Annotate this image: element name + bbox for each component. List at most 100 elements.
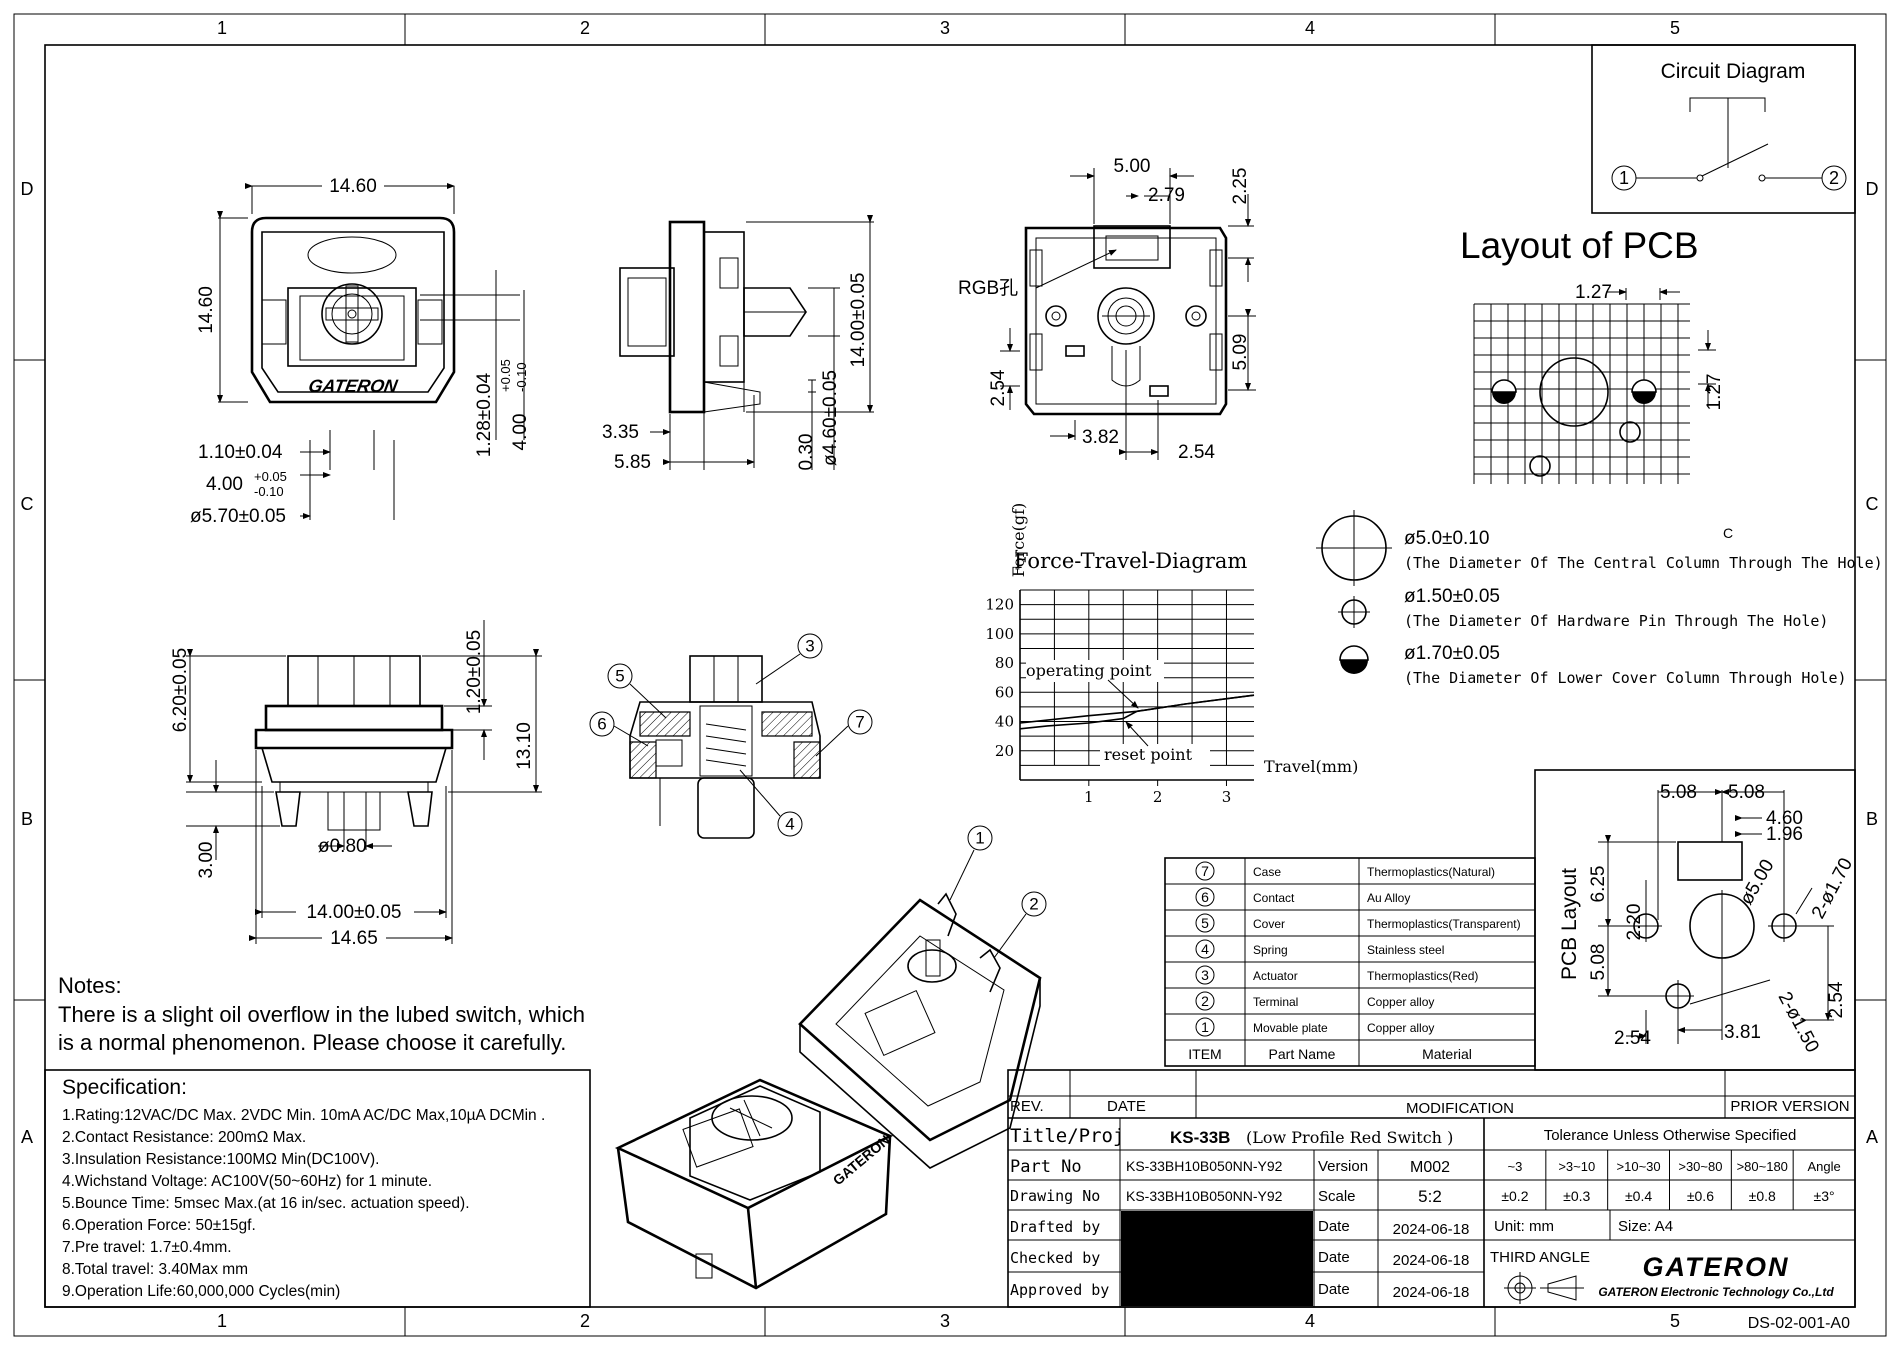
tolerance-value: ±0.3 xyxy=(1563,1188,1590,1204)
dim-pcb-y4: 2.54 xyxy=(1826,981,1847,1018)
dim-side-height: 14.00±0.05 xyxy=(848,273,869,368)
chart-ylabel: Force(gf) xyxy=(1009,503,1028,578)
tb-tolerance-title: Tolerance Unless Otherwise Specified xyxy=(1544,1127,1797,1144)
tolerance-range: >3~10 xyxy=(1558,1159,1595,1174)
row-label-right: C xyxy=(1866,494,1879,514)
col-label-top: 5 xyxy=(1670,18,1680,38)
spec-line: 7.Pre travel: 1.7±0.4mm. xyxy=(62,1239,232,1256)
chart-series xyxy=(1019,694,1255,730)
parts-table-name: Terminal xyxy=(1253,995,1298,1009)
parts-table-name: Case xyxy=(1253,865,1281,879)
dim-bottom-top: 2.25 xyxy=(1230,168,1251,205)
tolerance-range: >10~30 xyxy=(1617,1159,1661,1174)
chart-y-tick-label: 100 xyxy=(985,625,1014,643)
dim-pcb-y2: 2.20 xyxy=(1624,904,1645,941)
chart-annotation-operating: operating point xyxy=(1026,661,1152,680)
rgb-hole-label: RGB孔 xyxy=(958,277,1018,299)
parts-table-item: 3 xyxy=(1201,967,1209,983)
chart-xlabel: Travel(mm) xyxy=(1264,757,1358,776)
dim-stem-diameter: ø5.70±0.05 xyxy=(190,506,286,527)
tolerance-range: Angle xyxy=(1807,1159,1840,1174)
parts-table-material: Copper alloy xyxy=(1367,1021,1434,1035)
row-label-right: A xyxy=(1866,1127,1878,1147)
dim-pcb-x4: 3.81 xyxy=(1724,1022,1761,1043)
tb-title-value: KS-33B xyxy=(1170,1128,1230,1147)
dim-front-total: 13.10 xyxy=(514,722,535,770)
parts-table-name: Contact xyxy=(1253,891,1295,905)
circuit-diagram: Circuit Diagram 1 2 xyxy=(1591,44,1856,214)
dim-front-height: 6.20±0.05 xyxy=(170,648,191,732)
dim-pcb-window-b: 1.96 xyxy=(1766,824,1803,845)
tb-size: Size: A4 xyxy=(1618,1218,1673,1235)
parts-table-item-circle xyxy=(1195,1017,1215,1037)
dim-stem-depth: 4.00 xyxy=(510,414,531,451)
legend-value-2: ø1.50±0.05 xyxy=(1404,586,1500,607)
chart-grid xyxy=(1019,589,1254,781)
dim-pcb-y3: 5.08 xyxy=(1588,944,1609,981)
tolerance-value: ±0.8 xyxy=(1749,1188,1776,1204)
parts-table-material: Au Alloy xyxy=(1367,891,1410,905)
dim-pcb-x2: 5.08 xyxy=(1728,782,1765,803)
tb-date-2: 2024-06-18 xyxy=(1393,1252,1470,1269)
pcb-grid-layout: 1.27 1.27 xyxy=(1473,282,1725,484)
dim-grid-x: 1.27 xyxy=(1575,282,1612,303)
dim-side-depth: 5.85 xyxy=(614,452,651,473)
dim-front-inner-width: 14.00±0.05 xyxy=(307,902,402,923)
notes-line-2: is a normal phenomenon. Please choose it… xyxy=(58,1030,566,1055)
dim-pcb-window-a: 4.60 xyxy=(1766,808,1803,829)
tb-third-angle: THIRD ANGLE xyxy=(1490,1249,1590,1266)
tolerance-range: ~3 xyxy=(1508,1159,1523,1174)
parts-table-header: Material xyxy=(1422,1046,1472,1062)
title-block: REV. DATE MODIFICATION PRIOR VERSION Tit… xyxy=(1007,1069,1856,1308)
parts-table-name: Movable plate xyxy=(1253,1021,1328,1035)
doc-number: DS-02-001-A0 xyxy=(1748,1315,1850,1332)
legend-desc-2: (The Diameter Of Hardware Pin Through Th… xyxy=(1404,612,1828,630)
tb-date-1: 2024-06-18 xyxy=(1393,1221,1470,1238)
parts-table-name: Spring xyxy=(1253,943,1288,957)
spec-title: Specification: xyxy=(62,1076,187,1099)
parts-table-material: Thermoplastics(Natural) xyxy=(1367,865,1495,879)
row-label-right: B xyxy=(1866,809,1878,829)
chart-x-tick-label: 2 xyxy=(1153,788,1163,806)
col-label-top: 3 xyxy=(940,18,950,38)
parts-table-item: 6 xyxy=(1201,889,1209,905)
parts-table-header: ITEM xyxy=(1188,1046,1221,1062)
circuit-title: Circuit Diagram xyxy=(1661,60,1806,83)
parts-table-item: 4 xyxy=(1201,941,1209,957)
dim-pcb-y1: 6.25 xyxy=(1588,866,1609,903)
dim-bottom-offset: 2.79 xyxy=(1148,185,1185,206)
tb-drawing-value: KS-33BH10B050NN-Y92 xyxy=(1126,1188,1283,1204)
dim-front-stem-travel: 1.20±0.05 xyxy=(464,630,485,714)
dim-pcb-pin-2x: 2-ø1.70 xyxy=(1808,855,1857,923)
tb-version-label: Version xyxy=(1318,1158,1368,1175)
row-label-left: A xyxy=(21,1127,33,1147)
tb-date-3: 2024-06-18 xyxy=(1393,1284,1470,1301)
dim-bottom-led-x: 3.82 xyxy=(1082,427,1119,448)
tb-version-value: M002 xyxy=(1410,1159,1450,1176)
top-view: GATERON 14.60 14.60 1.10±0.04 4.00 +0.05… xyxy=(190,176,531,527)
iso-view-bottom: 1 2 xyxy=(798,825,1047,1169)
dim-width: 14.60 xyxy=(329,176,377,197)
tb-date-header: DATE xyxy=(1107,1098,1146,1115)
dim-front-outer-width: 14.65 xyxy=(330,928,378,949)
dim-height: 14.60 xyxy=(196,286,217,334)
tb-modification: MODIFICATION xyxy=(1406,1100,1514,1117)
section-view: 3 5 6 7 4 xyxy=(589,633,873,839)
tolerance-value: ±3° xyxy=(1814,1188,1835,1204)
row-label-left: B xyxy=(21,809,33,829)
dim-pcb-x3: 2.54 xyxy=(1614,1028,1651,1049)
tolerance-value: ±0.6 xyxy=(1687,1188,1714,1204)
dim-side-gap: 0.30 xyxy=(796,434,817,471)
chart-series-line-2 xyxy=(1019,694,1255,730)
circuit-pin-1: 1 xyxy=(1619,168,1629,188)
callout-7: 7 xyxy=(855,712,864,731)
tb-date-label-3: Date xyxy=(1318,1281,1350,1298)
specification-section: Specification: 1.Rating:12VAC/DC Max. 2V… xyxy=(44,1069,591,1308)
tb-approved-label: Approved by xyxy=(1010,1281,1109,1299)
row-label-left: D xyxy=(21,179,34,199)
sheet-border xyxy=(13,13,1887,1337)
notes-title: Notes: xyxy=(58,973,122,998)
tb-prior-version: PRIOR VERSION xyxy=(1730,1098,1849,1115)
tb-scale-value: 5:2 xyxy=(1418,1187,1442,1206)
pcb-layout-title: PCB Layout xyxy=(1558,868,1581,980)
